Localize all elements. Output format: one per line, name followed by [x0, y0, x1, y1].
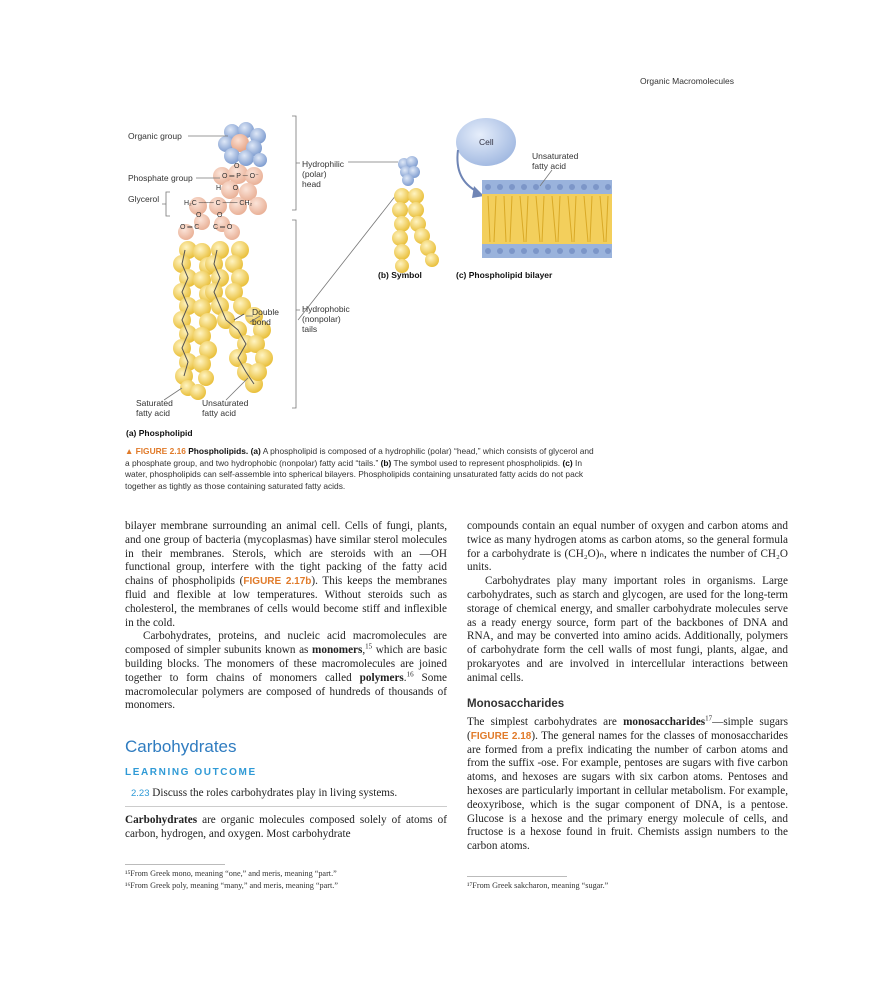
- label-hydrophilic-head: Hydrophilic(polar)head: [302, 159, 345, 189]
- left-column-body: bilayer membrane surrounding an animal c…: [125, 520, 447, 713]
- learning-outcome-heading: LEARNING OUTCOME: [125, 767, 257, 778]
- caption-c-text: In water, phospholipids can self-assembl…: [125, 457, 584, 491]
- panel-b-label: (b) Symbol: [378, 270, 422, 280]
- caption-a-tag: (a): [250, 446, 261, 456]
- cell-illustration: [456, 118, 516, 198]
- skeleton-lines: [181, 249, 255, 385]
- chem-glycerol-row: H₂C ─── C ─── CH₂: [184, 200, 253, 207]
- term-monomers: monomers: [312, 644, 363, 657]
- footnote-16: ¹⁶From Greek poly, meaning “many,” and m…: [125, 881, 338, 890]
- left-paragraph-3: Carbohydrates are organic molecules comp…: [125, 814, 447, 840]
- divider: [125, 806, 447, 807]
- figure-2-17b-link[interactable]: FIGURE 2.17b: [243, 576, 312, 588]
- panel-c-label: (c) Phospholipid bilayer: [456, 270, 553, 280]
- chem-h-o-row: H O: [216, 185, 239, 192]
- phospholipid-illustration: [162, 115, 612, 409]
- term-monosaccharides: monosaccharides: [623, 716, 706, 728]
- left-paragraph-1: bilayer membrane surrounding an animal c…: [125, 520, 447, 629]
- label-glycerol: Glycerol: [128, 194, 160, 204]
- organic-group-spheres: [218, 122, 267, 167]
- bilayer-illustration: [482, 169, 612, 258]
- label-phosphate-group: Phosphate group: [128, 173, 193, 183]
- caption-a-text: A phospholipid is composed of a hydrophi…: [125, 446, 594, 468]
- running-head: Organic Macromolecules: [639, 76, 734, 86]
- caption-c-tag: (c): [562, 457, 573, 468]
- learning-outcome-item: 2.23 Discuss the roles carbohydrates pla…: [131, 787, 398, 799]
- right-paragraph-2: Carbohydrates play many important roles …: [467, 575, 788, 684]
- term-carbohydrates: Carbohydrates: [125, 814, 198, 826]
- left-paragraph-2: Carbohydrates, proteins, and nucleic aci…: [125, 630, 448, 712]
- label-cell: Cell: [479, 137, 494, 147]
- chem-phosphate-row: O ═ P ─ O⁻: [222, 173, 259, 180]
- label-organic-group: Organic group: [128, 131, 182, 141]
- footnote-rule-right: [467, 876, 567, 877]
- figure-caption: ▲ FIGURE 2.16 Phospholipids. (a) A phosp…: [125, 446, 595, 492]
- footnote-17: ¹⁷From Greek sakcharon, meaning “sugar.”: [467, 881, 609, 890]
- section-title: Carbohydrates: [125, 737, 237, 756]
- right-paragraph-3: The simplest carbohydrates are monosacch…: [467, 714, 788, 853]
- subheading-monosaccharides: Monosaccharides: [467, 698, 565, 710]
- phospholipid-symbol: [392, 156, 439, 273]
- footnote-rule-left: [125, 864, 225, 865]
- term-polymers: polymers: [359, 671, 404, 684]
- label-hydrophobic-tails: Hydrophobic(nonpolar)tails: [302, 304, 350, 334]
- chem-o-top: O: [234, 163, 240, 170]
- caption-b-text: The symbol used to represent phospholipi…: [391, 457, 563, 468]
- chem-co-row: O ═ C C ═ O: [180, 224, 233, 231]
- caption-b-tag: (b): [380, 457, 392, 468]
- figure-2-18-link[interactable]: FIGURE 2.18: [470, 730, 532, 742]
- figure-phospholipids: O O ═ P ─ O⁻ H O H₂C ─── C ─── CH₂ O O O…: [122, 110, 712, 440]
- right-column-body: compounds contain an equal number of oxy…: [467, 520, 788, 686]
- figure-number: ▲ FIGURE 2.16: [125, 446, 186, 456]
- footnote-15: ¹⁵From Greek mono, meaning “one,” and me…: [125, 869, 337, 878]
- phosphate-glycerol-region: [178, 164, 267, 240]
- chem-o-row: O O: [196, 212, 223, 219]
- right-paragraph-1: compounds contain an equal number of oxy…: [467, 520, 788, 574]
- bracket-lines: [162, 115, 401, 409]
- panel-a-label: (a) Phospholipid: [126, 428, 193, 438]
- caption-title: Phospholipids.: [188, 446, 249, 456]
